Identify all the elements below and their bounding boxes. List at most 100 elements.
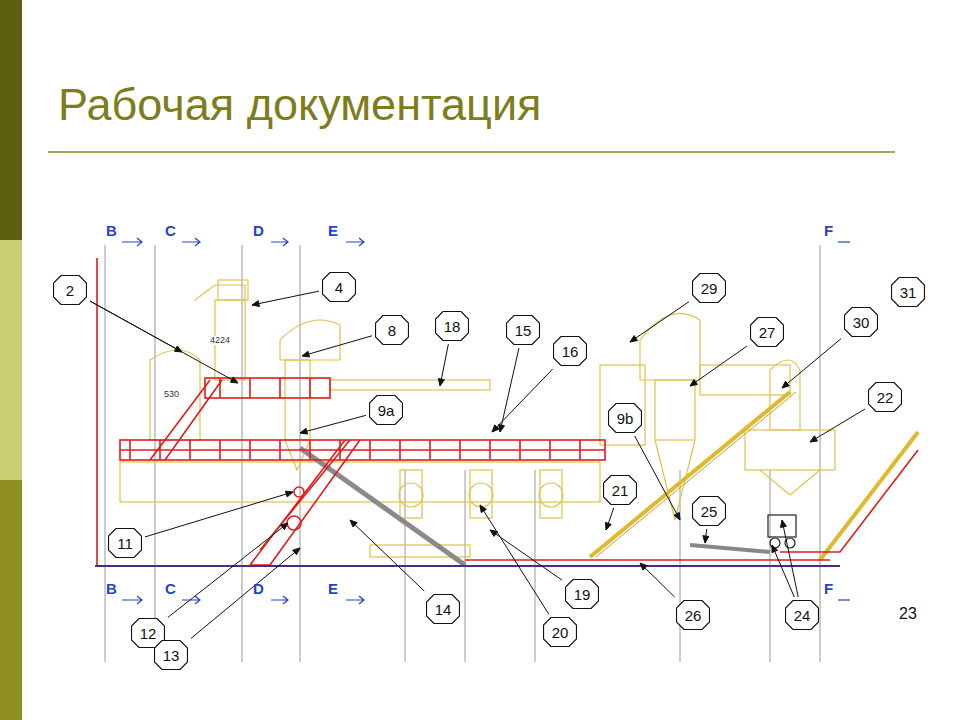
leader-line	[690, 346, 747, 386]
leader-line	[630, 302, 689, 342]
conveyor	[300, 392, 918, 565]
leader-arrow	[281, 523, 288, 530]
callout-number: 25	[701, 504, 718, 519]
callout-octagon: 21	[603, 475, 637, 505]
leader-arrow	[782, 381, 789, 388]
axis-letter: D	[253, 223, 264, 238]
leader-line	[782, 339, 841, 388]
callout-octagon: 9a	[369, 395, 403, 425]
callout-number: 20	[552, 625, 569, 640]
leader-arrow	[302, 351, 310, 357]
leader-arrow	[174, 346, 182, 352]
dimension: 530	[164, 390, 179, 399]
leader-arrow	[300, 428, 308, 434]
callout-octagon: 18	[435, 311, 469, 341]
callout-octagon: 31	[891, 277, 925, 307]
leader-arrow	[480, 505, 486, 513]
callout-octagon: 27	[750, 317, 784, 347]
axis-letter: F	[824, 581, 833, 596]
axis-letter: C	[165, 223, 176, 238]
leader-arrow	[810, 436, 818, 442]
axis-letter: F	[824, 223, 833, 238]
callout-number: 4	[335, 280, 343, 295]
dimension: 4224	[210, 336, 230, 345]
callout-octagon: 22	[868, 382, 902, 412]
axis-letter: B	[106, 581, 117, 596]
leader-arrow	[630, 336, 637, 342]
callout-number: 12	[140, 626, 157, 641]
callout-number: 9a	[378, 403, 395, 418]
axis-marks	[122, 238, 850, 604]
leader-line	[772, 545, 794, 597]
leader-arrow	[703, 536, 709, 543]
leader-arrow	[492, 425, 499, 432]
leader-arrow	[438, 379, 444, 386]
leader-arrow	[293, 548, 300, 555]
leader-arrow	[605, 522, 611, 530]
leader-arrow	[285, 491, 293, 497]
leader-line	[302, 336, 372, 356]
axis-letter: B	[106, 223, 117, 238]
callout-octagon: 30	[844, 307, 878, 337]
leader-line	[782, 520, 798, 597]
axis-letter: C	[165, 581, 176, 596]
callout-octagon: 24	[785, 600, 819, 630]
axis-letter: E	[328, 223, 338, 238]
leader-line	[252, 291, 319, 305]
leader-line	[606, 508, 614, 530]
leader-arrow	[499, 425, 505, 432]
callout-number: 16	[562, 344, 579, 359]
callout-octagon: 15	[506, 315, 540, 345]
callout-number: 24	[794, 608, 811, 623]
axis-letter: E	[328, 581, 338, 596]
leader-arrow	[781, 520, 787, 527]
side-bar	[0, 480, 22, 720]
leader-line	[145, 492, 293, 537]
page-number: 23	[899, 606, 917, 622]
leader-line	[90, 301, 182, 352]
leader-line	[300, 415, 366, 433]
callout-number: 8	[388, 323, 396, 338]
callout-octagon: 4	[322, 272, 356, 302]
callout-octagon: 2	[53, 275, 87, 305]
leader-line	[500, 348, 519, 432]
leader-line	[191, 548, 300, 638]
leader-arrow	[230, 377, 238, 383]
callout-number: 18	[444, 319, 461, 334]
leader-line	[492, 369, 553, 432]
leader-line	[640, 563, 675, 597]
callout-octagon: 13	[154, 640, 188, 670]
callout-number: 9b	[617, 411, 634, 426]
callout-octagon: 20	[543, 617, 577, 647]
callout-number: 13	[163, 648, 180, 663]
leader-line	[810, 409, 865, 442]
equipment-outline	[120, 280, 835, 557]
callout-number: 26	[685, 608, 702, 623]
leader-arrow	[350, 520, 357, 527]
callout-octagon: 9b	[608, 403, 642, 433]
callout-octagon: 26	[676, 600, 710, 630]
leader-line	[90, 301, 238, 383]
callout-number: 2	[66, 283, 74, 298]
callout-number: 19	[574, 587, 591, 602]
callout-octagon: 8	[375, 315, 409, 345]
callout-number: 21	[612, 483, 629, 498]
callout-octagon: 16	[553, 336, 587, 366]
grid-lines	[105, 245, 820, 662]
callout-number: 30	[853, 315, 870, 330]
leader-line	[635, 436, 680, 520]
platform	[97, 258, 918, 566]
callout-number: 22	[877, 390, 894, 405]
leader-line	[168, 523, 288, 617]
ground-line	[95, 565, 840, 567]
leader-arrow	[690, 380, 697, 386]
callout-octagon: 29	[692, 273, 726, 303]
leader-arrow	[674, 512, 680, 520]
callout-octagon: 11	[108, 528, 142, 558]
leader-arrow	[640, 563, 647, 570]
leader-arrow	[252, 301, 259, 307]
side-bar	[0, 240, 22, 480]
title-rule	[48, 151, 895, 153]
callout-number: 15	[515, 323, 532, 338]
